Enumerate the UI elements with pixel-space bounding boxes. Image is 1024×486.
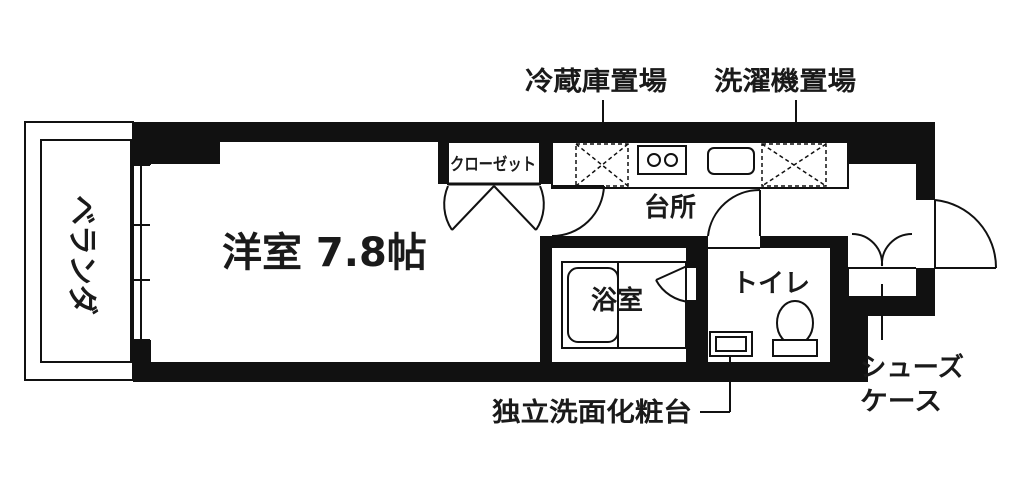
fridge-space (575, 143, 629, 187)
vanity-icon (709, 331, 753, 357)
toilet-label: トイレ (732, 269, 810, 299)
veranda-label: ベランダ (64, 195, 99, 315)
bathroom-label: 浴室 (591, 285, 643, 316)
callout-lines (602, 100, 883, 413)
bathtub (561, 261, 687, 349)
shoe-case-label-line1: シューズ (860, 352, 964, 383)
washer-space (761, 143, 827, 187)
washer-space-label: 洗濯機置場 (714, 67, 856, 97)
fridge-space-label: 冷蔵庫置場 (525, 66, 667, 97)
kitchen-counter (551, 141, 849, 189)
kitchen-door (551, 185, 605, 237)
stove-icon (637, 145, 687, 175)
sink-icon (707, 147, 755, 175)
bath-door (655, 261, 697, 303)
kitchen-label: 台所 (644, 192, 696, 223)
veranda (24, 121, 150, 381)
toilet-door (707, 188, 761, 249)
toilet-icon (772, 300, 818, 357)
closet-doors (443, 185, 545, 231)
shoe-case-label-line2: ケース (860, 387, 942, 417)
shoe-case-doors (847, 232, 916, 296)
closet-label: クローゼット (450, 154, 536, 175)
vanity-label: 独立洗面化粧台 (492, 397, 692, 428)
entrance-door (934, 199, 998, 269)
walls (133, 122, 935, 382)
western-room-label: 洋室 7.8帖 (222, 230, 427, 276)
closet (447, 141, 541, 186)
